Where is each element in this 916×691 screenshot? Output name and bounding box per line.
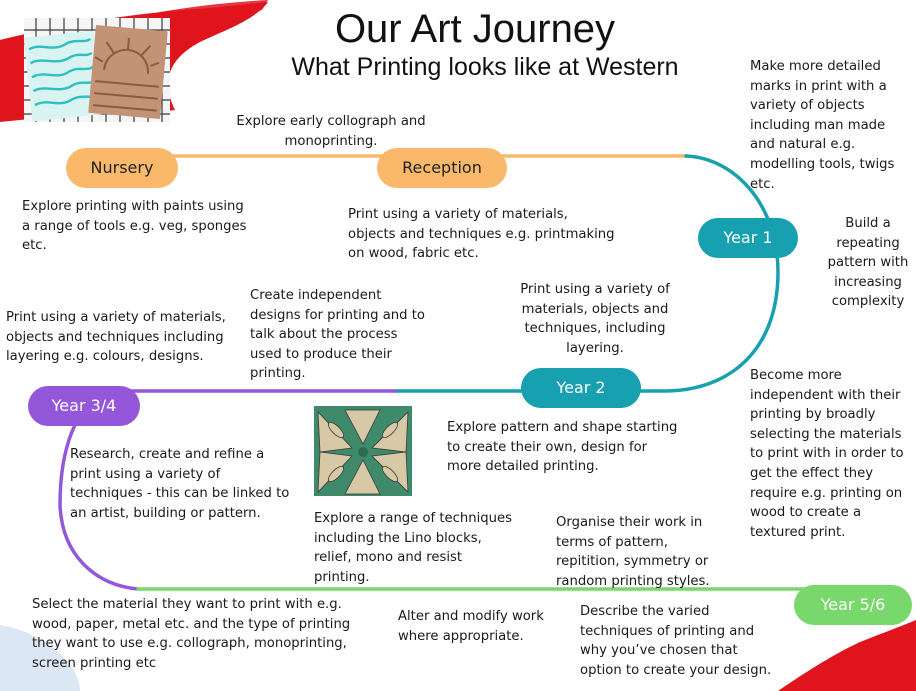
blue-wash-bottom-left: [0, 625, 80, 691]
note-layering-designs: Print using a variety of materials,objec…: [6, 310, 226, 365]
stage-year-3-4: Year 3/4: [28, 386, 140, 426]
page-title: Our Art Journey: [334, 7, 616, 51]
stage-year-2: Year 2: [521, 368, 641, 408]
stage-nursery: Nursery: [66, 148, 178, 188]
note-reception-materials: Print using a variety of materials,objec…: [348, 207, 615, 262]
path-segment-year1-year2: [393, 154, 780, 393]
page-subtitle: What Printing looks like at Western: [291, 53, 679, 81]
stage-reception: Reception: [377, 148, 507, 188]
lino-print-photo: [314, 406, 412, 496]
stage-year-1: Year 1: [698, 218, 798, 258]
red-brush-stroke-top-left-tail: [150, 0, 268, 28]
red-brush-stroke-bottom-right-2: [820, 640, 916, 691]
stage-year-5-6: Year 5/6: [794, 585, 912, 625]
note-select-material: Select the material they want to print w…: [32, 597, 351, 671]
print-artwork-photo: [23, 18, 170, 122]
